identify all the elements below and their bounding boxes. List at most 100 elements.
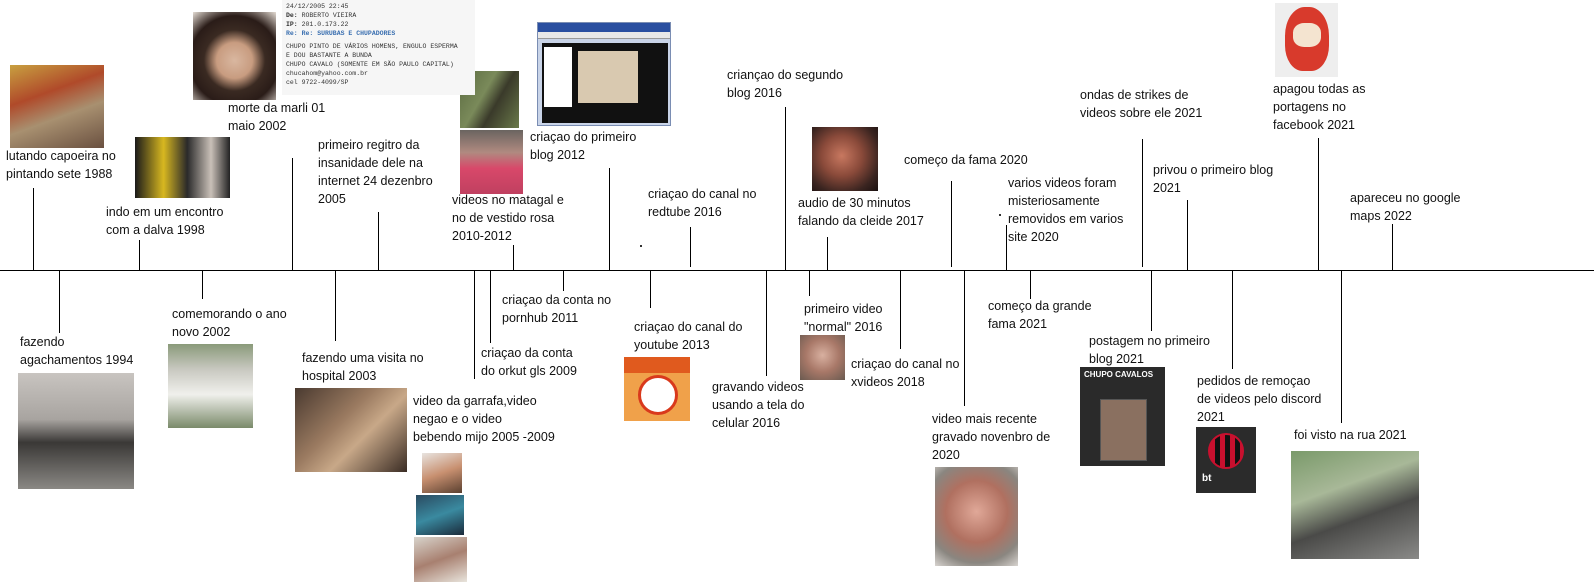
tick-2005-garrafa	[474, 271, 475, 379]
photo-bebendo	[414, 537, 467, 582]
photo-ano-novo	[168, 344, 253, 428]
event-label: video da garrafa,video negao e o video b…	[413, 394, 555, 444]
event-label: criaçao da conta no pornhub 2011	[502, 293, 612, 325]
timeline-axis	[0, 270, 1594, 271]
event-label: lutando capoeira no pintando sete 1988	[6, 149, 116, 181]
event-label: postagem no primeiro blog 2021	[1089, 334, 1210, 366]
photo-agachamentos	[18, 373, 134, 489]
event-label: videos no matagal e no de vestido rosa 2…	[452, 193, 564, 243]
email-ip: IP: 201.0.173.22	[286, 21, 349, 28]
tick-2016-blog2	[785, 107, 786, 271]
tick-2005-dez	[378, 212, 379, 271]
tick-2020-removidos	[1006, 225, 1007, 271]
event-label: começo da fama 2020	[904, 153, 1028, 167]
tick-2018	[900, 271, 901, 349]
tick-2002-ano-novo	[202, 271, 203, 299]
event-label: privou o primeiro blog 2021	[1153, 163, 1274, 195]
photo-visto-rua	[1291, 451, 1419, 559]
blog-post-title: CHUPO CAVALOS	[1084, 370, 1154, 379]
event-label: ondas de strikes de videos sobre ele 202…	[1080, 88, 1203, 120]
email-body: CHUPO PINTO DE VÁRIOS HOMENS, ENGULO ESP…	[286, 43, 458, 86]
tick-2021-grande-fama	[1030, 271, 1031, 299]
photo-capoeira	[10, 65, 104, 148]
tick-2016-celular	[766, 271, 767, 376]
daruma-face-icon	[1293, 23, 1321, 47]
event-label: criaçao do canal no xvideos 2018	[851, 357, 960, 389]
tick-2021-facebook	[1318, 138, 1319, 271]
tick-2021-privou	[1187, 200, 1188, 271]
event-label: primeiro regitro da insanidade dele na i…	[318, 138, 433, 206]
email-subject: Re: Re: SURUBAS E CHUPADORES	[286, 30, 396, 37]
email-date: 24/12/2005 22:45	[286, 3, 349, 10]
photo-recente-2020	[935, 467, 1018, 566]
tick-2021-discord	[1232, 271, 1233, 369]
window-menubar	[538, 32, 670, 39]
tick-2021-postagem	[1151, 271, 1152, 331]
event-label: criaçao da conta do orkut gls 2009	[481, 346, 577, 378]
striped-crest-icon	[1208, 433, 1244, 469]
tick-1988	[33, 188, 34, 271]
stray-dot	[999, 214, 1001, 216]
tick-2017	[827, 237, 828, 271]
photo-hospital	[295, 388, 407, 472]
window-titlebar	[538, 23, 670, 32]
blog-photo	[578, 51, 638, 103]
tick-2016-normal	[809, 271, 810, 296]
photo-vestido-rosa	[460, 130, 523, 194]
blog-text-panel	[544, 47, 572, 107]
tick-2010	[513, 245, 514, 271]
youtube-channel-thumbnail	[624, 357, 690, 421]
email-screenshot: 24/12/2005 22:45 De: ROBERTO VIEIRA IP: …	[282, 0, 475, 95]
email-from: De: ROBERTO VIEIRA	[286, 12, 357, 19]
tick-2003	[335, 271, 336, 341]
event-label: pedidos de remoçao de videos pelo discor…	[1197, 374, 1322, 424]
tick-2009-orkut	[490, 271, 491, 343]
event-label: apareceu no google maps 2022	[1350, 191, 1461, 223]
event-label: varios videos foram misteriosamente remo…	[1008, 176, 1124, 244]
event-label: criaçao do canal no redtube 2016	[648, 187, 757, 219]
tick-1998	[139, 240, 140, 271]
photo-normal-2016	[800, 335, 845, 380]
blog-post-screenshot: CHUPO CAVALOS	[1080, 367, 1165, 466]
event-label: começo da grande fama 2021	[988, 299, 1092, 331]
tick-2012-blog	[609, 168, 610, 271]
discord-server-icon: bt	[1196, 427, 1256, 493]
event-label: indo em um encontro com a dalva 1998	[106, 205, 224, 237]
event-label: audio de 30 minutos falando da cleide 20…	[798, 196, 924, 228]
tick-2013	[650, 271, 651, 308]
tick-2016-redtube	[690, 227, 691, 267]
daruma-avatar	[1275, 3, 1338, 77]
photo-encontro-dalva	[135, 137, 230, 198]
event-label: apagou todas as portagens no facebook 20…	[1273, 82, 1366, 132]
tick-2022	[1392, 224, 1393, 271]
thumbnail-band	[624, 357, 690, 373]
event-label: comemorando o ano novo 2002	[172, 307, 287, 339]
event-label: gravando videos usando a tela do celular…	[712, 380, 805, 430]
event-label: foi visto na rua 2021	[1294, 428, 1407, 442]
blog-post-photo	[1100, 399, 1147, 461]
cartoon-face-icon	[638, 375, 678, 415]
stray-dot	[640, 245, 642, 247]
photo-negao	[416, 495, 464, 535]
event-label: morte da marli 01 maio 2002	[228, 101, 326, 133]
event-label: fazendo uma visita no hospital 2003	[302, 351, 424, 383]
event-label: criançao do segundo blog 2016	[727, 68, 844, 100]
tick-2021-strikes	[1142, 139, 1143, 267]
event-label: criaçao do primeiro blog 2012	[530, 130, 637, 162]
event-label: fazendo agachamentos 1994	[20, 335, 134, 367]
server-badge-text: bt	[1202, 473, 1212, 484]
tick-2002-marli	[292, 158, 293, 271]
tick-2011	[563, 271, 564, 291]
blog-content	[542, 43, 668, 123]
photo-garrafa	[422, 453, 462, 493]
tick-2020-recente	[964, 271, 965, 406]
event-label: video mais recente gravado novenbro de 2…	[932, 412, 1051, 462]
event-label: primeiro video "normal" 2016	[804, 302, 883, 334]
tick-1994	[59, 271, 60, 333]
tick-2020-fama	[951, 181, 952, 267]
blog-screenshot	[537, 22, 671, 126]
event-label: criaçao do canal do youtube 2013	[634, 320, 743, 352]
tick-2021-rua	[1341, 271, 1342, 423]
photo-audio-cleide	[812, 127, 878, 191]
photo-marli	[193, 12, 276, 100]
